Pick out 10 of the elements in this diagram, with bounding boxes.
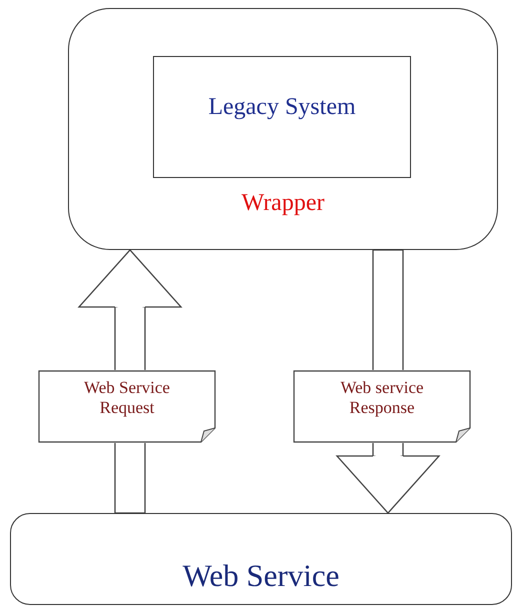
note-text: Web service Response: [339, 378, 425, 419]
wrapper-box: [68, 8, 498, 250]
note-card: [38, 370, 216, 443]
note-text: Web Service Request: [83, 378, 171, 419]
legacy-system-box: [153, 56, 411, 178]
web-service-label: Web Service: [182, 557, 340, 594]
wrapper-label: Wrapper: [240, 189, 326, 218]
legacy-system-label: Legacy System: [208, 93, 356, 122]
note-card: [293, 370, 471, 443]
web-service-box: [10, 513, 512, 605]
